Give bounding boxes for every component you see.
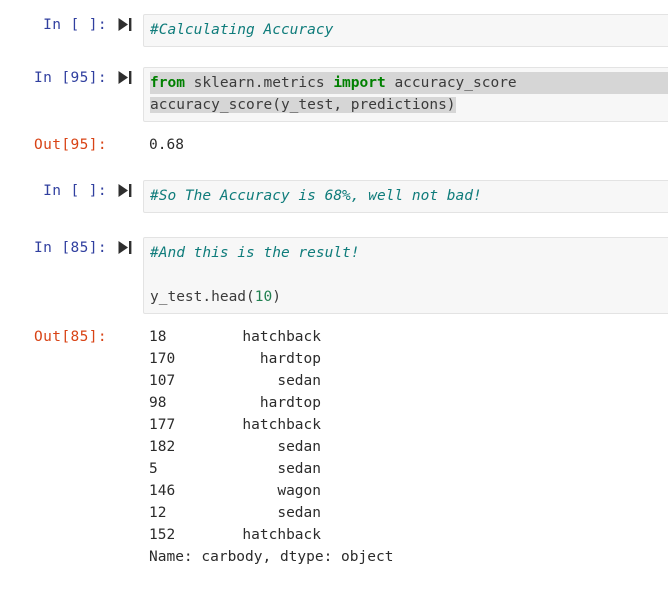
series-row: 5 sedan bbox=[149, 458, 668, 480]
series-row: 177 hatchback bbox=[149, 414, 668, 436]
cell-gap bbox=[0, 213, 668, 237]
series-value: sedan bbox=[277, 461, 321, 477]
number-literal: 10 bbox=[254, 289, 273, 305]
series-value: hatchback bbox=[242, 417, 321, 433]
series-row: 170 hardtop bbox=[149, 348, 668, 370]
top-spacer bbox=[0, 0, 668, 14]
series-index: 107 bbox=[149, 373, 176, 389]
output-icon-spacer bbox=[107, 134, 143, 137]
code-line: from sklearn.metrics import accuracy_sco… bbox=[150, 72, 668, 94]
series-row: 18 hatchback bbox=[149, 326, 668, 348]
series-value: hardtop bbox=[259, 351, 321, 367]
series-footer: Name: carbody, dtype: object bbox=[149, 549, 394, 565]
series-index: 98 bbox=[149, 395, 167, 411]
code-line: #And this is the result! bbox=[150, 242, 668, 264]
code-input-1[interactable]: #Calculating Accuracy bbox=[143, 14, 668, 47]
comment-text: #So The Accuracy is 68%, well not bad! bbox=[150, 188, 482, 204]
in-prompt-3: In [ ]: bbox=[43, 183, 107, 199]
cell-gap bbox=[0, 122, 668, 134]
keyword-from: from bbox=[150, 75, 185, 91]
code-line: accuracy_score(y_test, predictions) bbox=[150, 94, 668, 116]
notebook-cell-3[interactable]: In [ ]: #So The Accuracy is 68%, well no… bbox=[0, 180, 668, 213]
selected-text: accuracy_score(y_test, predictions) bbox=[150, 97, 456, 113]
series-value: sedan bbox=[277, 505, 321, 521]
run-cell-icon-3[interactable] bbox=[107, 180, 143, 198]
notebook-cell-1[interactable]: In [ ]: #Calculating Accuracy bbox=[0, 14, 668, 47]
in-prompt-2: In [95]: bbox=[33, 70, 107, 86]
series-index: 170 bbox=[149, 351, 176, 367]
series-value: hardtop bbox=[259, 395, 321, 411]
in-prompt-4: In [85]: bbox=[33, 240, 107, 256]
comment-text: #Calculating Accuracy bbox=[150, 22, 334, 38]
code-line-blank bbox=[150, 264, 668, 286]
code-text: y_test.head( bbox=[150, 289, 255, 305]
series-row: 182 sedan bbox=[149, 436, 668, 458]
code-input-3[interactable]: #So The Accuracy is 68%, well not bad! bbox=[143, 180, 668, 213]
notebook-cell-2[interactable]: In [95]: from sklearn.metrics import acc… bbox=[0, 67, 668, 122]
series-index: 146 bbox=[149, 483, 176, 499]
series-row: 152 hatchback bbox=[149, 524, 668, 546]
series-value: wagon bbox=[277, 483, 321, 499]
run-cell-icon-1[interactable] bbox=[107, 14, 143, 32]
series-index: 5 bbox=[149, 461, 158, 477]
series-index: 177 bbox=[149, 417, 176, 433]
comment-text: #And this is the result! bbox=[150, 245, 360, 261]
series-index: 12 bbox=[149, 505, 167, 521]
notebook-cell-4[interactable]: In [85]: #And this is the result! y_test… bbox=[0, 237, 668, 314]
notebook-output-4: Out[85]: 18 hatchback 170 hardtop 107 sedan 98… bbox=[0, 326, 668, 568]
series-value: hatchback bbox=[242, 527, 321, 543]
code-text: sklearn.metrics bbox=[184, 75, 334, 91]
code-input-2[interactable]: from sklearn.metrics import accuracy_sco… bbox=[143, 67, 668, 122]
notebook-output-2: Out[95]: 0.68 bbox=[0, 134, 668, 156]
series-value: sedan bbox=[277, 439, 321, 455]
run-cell-icon-4[interactable] bbox=[107, 237, 143, 255]
keyword-import: import bbox=[333, 75, 386, 91]
series-row: 107 sedan bbox=[149, 370, 668, 392]
output-text: 0.68 bbox=[149, 137, 184, 153]
jupyter-notebook: In [ ]: #Calculating Accuracy In [95]: f… bbox=[0, 0, 668, 568]
series-index: 152 bbox=[149, 527, 176, 543]
code-line: y_test.head(10) bbox=[150, 286, 668, 308]
series-row: 146 wagon bbox=[149, 480, 668, 502]
code-text: ) bbox=[272, 289, 281, 305]
run-cell-icon-2[interactable] bbox=[107, 67, 143, 85]
code-text: accuracy_score bbox=[385, 75, 517, 91]
output-icon-spacer bbox=[107, 326, 143, 329]
series-index: 182 bbox=[149, 439, 176, 455]
series-row: 12 sedan bbox=[149, 502, 668, 524]
code-line: #So The Accuracy is 68%, well not bad! bbox=[150, 185, 668, 207]
cell-gap bbox=[0, 314, 668, 326]
selected-line: from sklearn.metrics import accuracy_sco… bbox=[150, 72, 668, 94]
series-index: 18 bbox=[149, 329, 167, 345]
code-input-4[interactable]: #And this is the result! y_test.head(10) bbox=[143, 237, 668, 314]
out-prompt-2: Out[95]: bbox=[33, 137, 107, 153]
in-prompt-1: In [ ]: bbox=[43, 17, 107, 33]
series-value: hatchback bbox=[242, 329, 321, 345]
series-row: 98 hardtop bbox=[149, 392, 668, 414]
series-value: sedan bbox=[277, 373, 321, 389]
code-line: #Calculating Accuracy bbox=[150, 19, 668, 41]
cell-gap bbox=[0, 47, 668, 67]
out-prompt-4: Out[85]: bbox=[33, 329, 107, 345]
cell-gap bbox=[0, 156, 668, 180]
output-body-2: 0.68 bbox=[143, 134, 668, 156]
